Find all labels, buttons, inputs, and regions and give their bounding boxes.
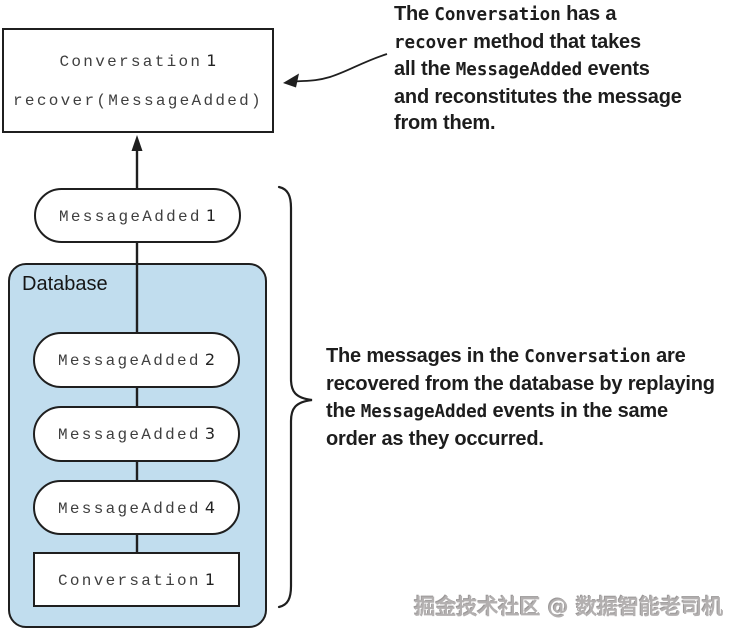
watermark-text: 掘金技术社区 @ 数据智能老司机	[414, 595, 723, 619]
event-2-label: MessageAdded	[57, 352, 201, 370]
recover-method-label: recover(MessageAdded)	[13, 92, 263, 110]
stored-conversation-label: Conversation	[57, 571, 201, 590]
event-3-number: 3	[204, 424, 215, 443]
left-arrow-icon	[283, 73, 299, 88]
conversation-name-number: 1	[206, 51, 217, 70]
event-4-number: 4	[204, 497, 215, 517]
conversation-name-label: Conversation	[59, 53, 203, 71]
event-1-number: 1	[205, 205, 216, 225]
event-3-label: MessageAdded	[57, 426, 201, 444]
event-4-label: MessageAdded	[57, 499, 201, 518]
stored-conversation-number: 1	[204, 569, 215, 589]
up-arrow-icon	[131, 135, 143, 151]
callout-arrow	[283, 53, 388, 88]
curly-brace	[277, 185, 313, 609]
database-title: Database	[22, 273, 108, 295]
event-1-label: MessageAdded	[58, 207, 202, 226]
event-2-number: 2	[204, 350, 215, 369]
